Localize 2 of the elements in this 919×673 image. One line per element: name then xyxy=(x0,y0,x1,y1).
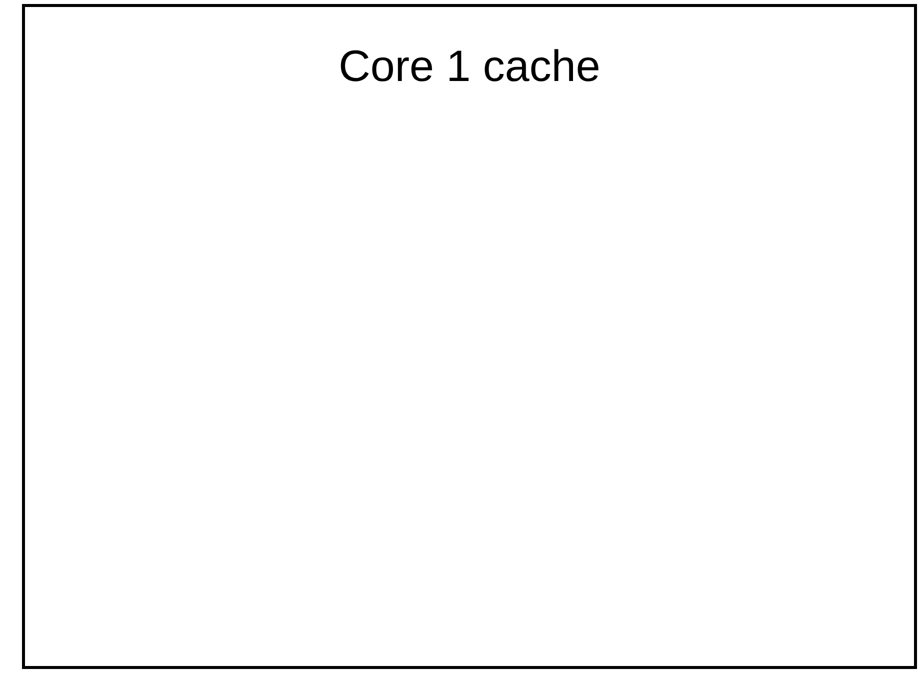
cache-box xyxy=(22,4,917,669)
box-title: Core 1 cache xyxy=(338,41,600,93)
